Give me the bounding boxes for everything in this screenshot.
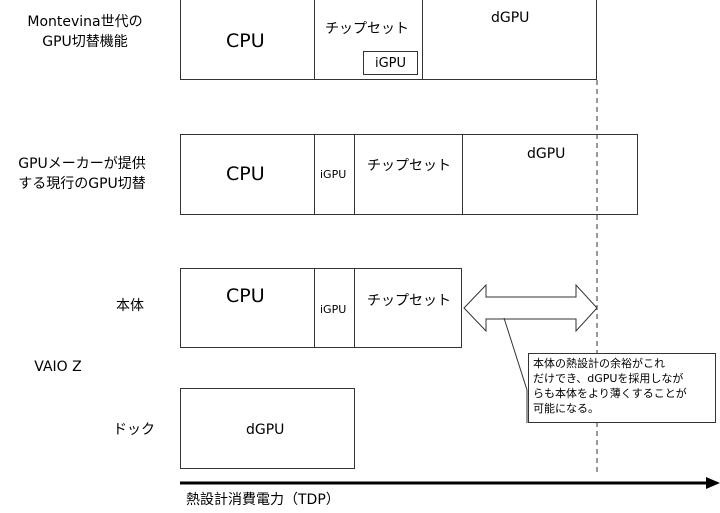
vendor-cpu-label: CPU [226, 163, 265, 185]
thermal-headroom-double-arrow [463, 283, 598, 333]
montevina-dgpu-label: dGPU [491, 10, 530, 26]
callout-line1: 本体の熱設計の余裕がこれ [533, 357, 665, 370]
tdp-axis-label: 熱設計消費電力（TDP） [186, 492, 340, 508]
vendor-dgpu-label: dGPU [527, 146, 566, 162]
callout-line2: だけでき、dGPUを採用しなが [533, 372, 684, 385]
row-label-vendor: GPUメーカーが提供 する現行のGPU切替 [6, 154, 158, 194]
montevina-bar: CPU チップセット iGPU dGPU [180, 0, 597, 80]
vendor-dgpu-block: dGPU [463, 135, 637, 214]
vaio-body-igpu-label: iGPU [320, 303, 347, 316]
row-label-vaio-body: 本体 [116, 298, 144, 314]
montevina-cpu-block: CPU [181, 0, 315, 79]
vendor-igpu-block: iGPU [315, 135, 355, 214]
vaio-body-igpu-block: iGPU [315, 269, 355, 347]
vendor-chipset-block: チップセット [355, 135, 463, 214]
row-label-montevina-line1: Montevina世代の [27, 14, 143, 30]
vaio-body-chipset-block: チップセット [355, 269, 463, 347]
montevina-cpu-label: CPU [226, 30, 265, 52]
vendor-chipset-label: チップセット [367, 158, 451, 174]
tdp-axis-arrowhead [706, 477, 720, 489]
montevina-chipset-label: チップセット [325, 21, 409, 37]
vendor-bar: CPU iGPU チップセット dGPU [180, 134, 638, 215]
vaio-body-cpu-block: CPU [181, 269, 315, 347]
montevina-dgpu-block: dGPU [423, 0, 598, 79]
row-label-vaio-group: VAIO Z [34, 359, 82, 375]
callout-line4: 可能になる。 [533, 402, 599, 415]
callout-pointer-line [503, 317, 528, 423]
row-label-montevina: Montevina世代の GPU切替機能 [10, 12, 160, 52]
vendor-cpu-block: CPU [181, 135, 315, 214]
row-label-vendor-line2: する現行のGPU切替 [18, 176, 146, 192]
vaio-body-chipset-label: チップセット [367, 293, 451, 309]
row-label-vendor-line1: GPUメーカーが提供 [18, 156, 146, 172]
vaio-dock-dgpu-label: dGPU [246, 422, 285, 438]
montevina-igpu-block: iGPU [363, 51, 418, 75]
row-label-vaio-dock: ドック [113, 422, 155, 438]
callout-line3: らも本体をより薄くすることが [533, 387, 687, 400]
vaio-dock-bar: dGPU [180, 388, 355, 469]
vaio-body-bar: CPU iGPU チップセット [180, 268, 462, 348]
vendor-igpu-label: iGPU [320, 168, 347, 181]
vaio-body-cpu-label: CPU [226, 285, 265, 307]
thermal-headroom-callout: 本体の熱設計の余裕がこれ だけでき、dGPUを採用しなが らも本体をより薄くする… [528, 353, 716, 423]
montevina-chipset-block: チップセット iGPU [315, 0, 423, 79]
row-label-montevina-line2: GPU切替機能 [42, 34, 128, 50]
